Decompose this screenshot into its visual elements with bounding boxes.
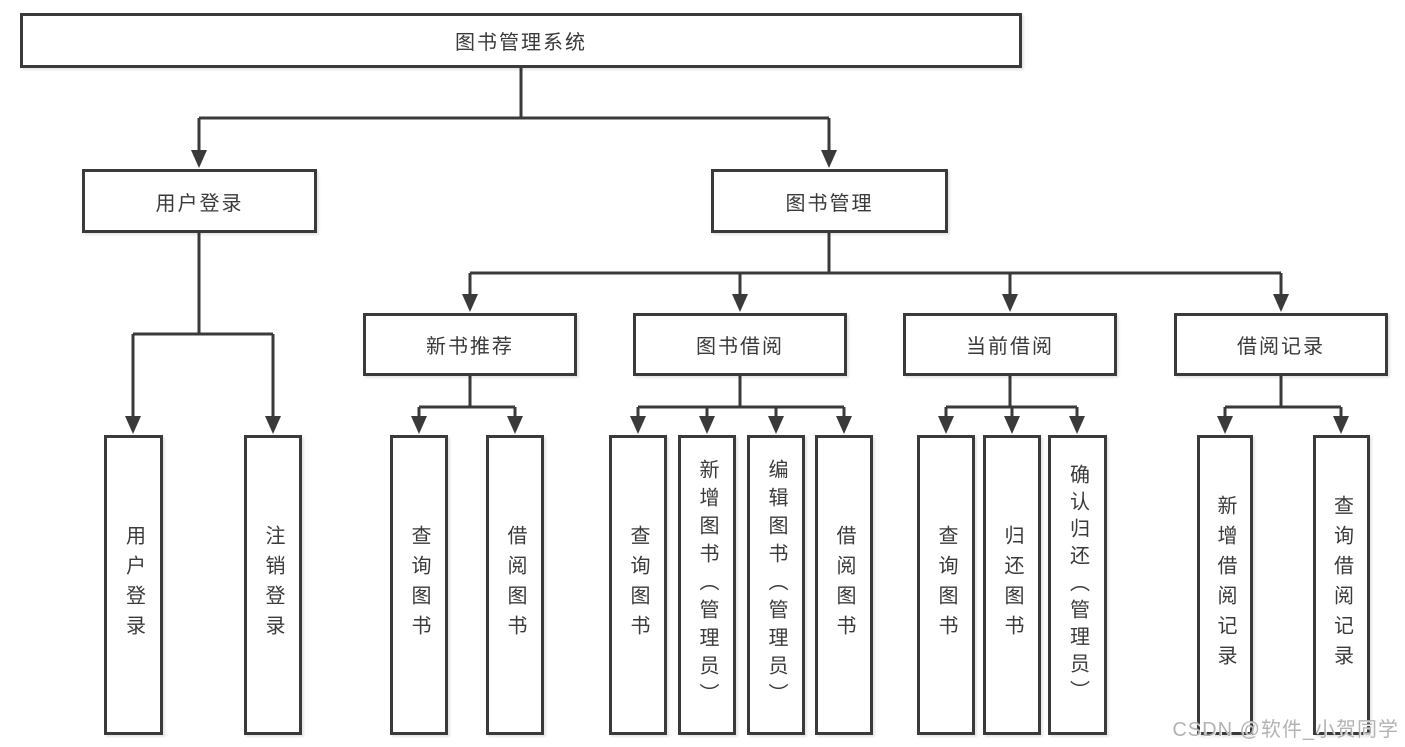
leaf-borrow-borrow-book: 借阅图书 [815, 435, 873, 735]
node-borrow-record: 借阅记录 [1174, 313, 1388, 376]
leaf-label: 编辑图书（管理员） [765, 459, 787, 711]
node-current-borrow: 当前借阅 [903, 313, 1117, 376]
arrow-down-icon [191, 150, 207, 168]
arrow-down-icon [938, 416, 954, 434]
arrow-down-icon [1004, 416, 1020, 434]
arrow-down-icon [732, 294, 748, 312]
leaf-label: 确认归还（管理员） [1066, 463, 1089, 707]
leaf-label: 注销登录 [262, 525, 284, 645]
node-label: 新书推荐 [426, 336, 514, 358]
leaf-borrow-query-book: 查询图书 [609, 435, 667, 735]
arrow-down-icon [768, 416, 784, 434]
leaf-newbook-borrow-book: 借阅图书 [486, 435, 544, 735]
node-label: 图书管理系统 [455, 32, 587, 54]
arrow-down-icon [836, 416, 852, 434]
leaf-label: 归还图书 [1001, 525, 1023, 645]
node-label: 图书借阅 [696, 336, 784, 358]
node-system-root: 图书管理系统 [20, 13, 1022, 68]
leaf-label: 查询图书 [627, 525, 649, 645]
node-user-login: 用户登录 [82, 169, 317, 233]
leaf-current-confirm-return: 确认归还（管理员） [1048, 435, 1107, 735]
arrow-down-icon [1069, 416, 1085, 434]
arrow-down-icon [462, 294, 478, 312]
leaf-label: 借阅图书 [504, 525, 526, 645]
leaf-record-query-record: 查询借阅记录 [1313, 435, 1370, 735]
leaf-label: 查询图书 [408, 525, 430, 645]
arrow-down-icon [630, 416, 646, 434]
arrow-down-icon [699, 416, 715, 434]
leaf-newbook-query-book: 查询图书 [390, 435, 448, 735]
arrow-down-icon [411, 416, 427, 434]
arrow-down-icon [125, 416, 141, 434]
arrow-down-icon [1002, 294, 1018, 312]
arrow-down-icon [265, 416, 281, 434]
node-label: 用户登录 [155, 192, 244, 215]
leaf-logout: 注销登录 [244, 435, 302, 735]
leaf-user-login: 用户登录 [104, 435, 163, 735]
node-label: 借阅记录 [1237, 336, 1325, 358]
leaf-label: 新增图书（管理员） [696, 459, 718, 711]
arrow-down-icon [1333, 416, 1349, 434]
leaf-label: 新增借阅记录 [1214, 495, 1236, 675]
arrow-down-icon [821, 150, 837, 168]
arrow-down-icon [1273, 294, 1289, 312]
arrow-down-icon [507, 416, 523, 434]
leaf-label: 查询借阅记录 [1330, 495, 1353, 675]
leaf-borrow-edit-book: 编辑图书（管理员） [747, 435, 805, 735]
leaf-current-return-book: 归还图书 [983, 435, 1041, 735]
leaf-label: 借阅图书 [833, 525, 855, 645]
leaf-label: 用户登录 [122, 525, 145, 645]
leaf-borrow-add-book: 新增图书（管理员） [678, 435, 736, 735]
watermark: CSDN @软件_小贺同学 [1172, 719, 1399, 741]
leaf-label: 查询图书 [935, 525, 957, 645]
leaf-record-add-record: 新增借阅记录 [1197, 435, 1253, 735]
node-book-management: 图书管理 [711, 169, 948, 233]
node-label: 图书管理 [785, 192, 874, 215]
arrow-down-icon [1217, 416, 1233, 434]
node-book-borrow: 图书借阅 [633, 313, 847, 376]
leaf-current-query-book: 查询图书 [917, 435, 975, 735]
node-label: 当前借阅 [966, 336, 1054, 358]
node-new-book-recommend: 新书推荐 [363, 313, 577, 376]
